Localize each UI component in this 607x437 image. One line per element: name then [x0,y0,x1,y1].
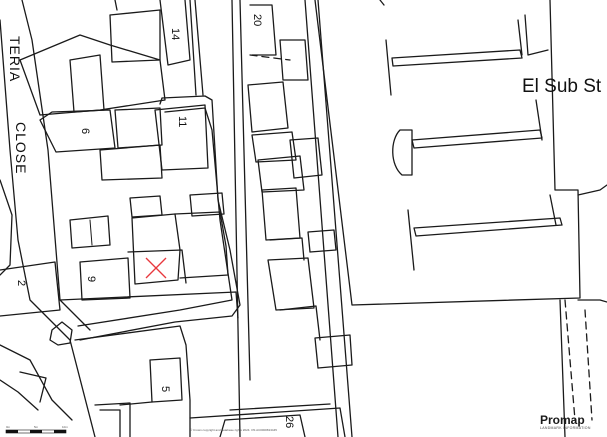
central-road-corridor [231,0,353,437]
scale-label-5: 5m [34,425,39,429]
house-number-5: 5 [159,386,171,392]
house-number-26: 26 [283,416,295,428]
brand-name: Promap [540,413,585,427]
label-road-close: CLOSE [13,122,29,174]
plots-south [49,291,353,437]
scale-bar: 0m 5m 10m [5,425,68,434]
hexagon-feature [49,321,73,346]
house-number-9: 9 [85,276,97,282]
house-number-2: 2 [15,280,27,286]
house-number-20: 20 [251,14,263,26]
scale-label-10: 10m [62,425,68,429]
brand-tagline: LANDMARK INFORMATION [540,426,591,430]
house-number-11: 11 [176,116,188,127]
house-number-6: 6 [79,128,91,134]
scale-label-0: 0m [6,425,11,429]
site-marker-cross [145,257,167,279]
substation-building [314,0,607,437]
label-road-teria: TERIA [7,36,23,82]
copyright-notice: © Crown copyright and database rights 20… [190,428,277,432]
plot-strip-central [247,4,337,311]
road-edges-west [0,0,96,437]
house-number-14: 14 [169,28,181,40]
label-el-sub-st: El Sub St [522,76,602,97]
terrace-block-west [0,0,241,341]
promap-logo: Promap LANDMARK INFORMATION [540,414,602,431]
